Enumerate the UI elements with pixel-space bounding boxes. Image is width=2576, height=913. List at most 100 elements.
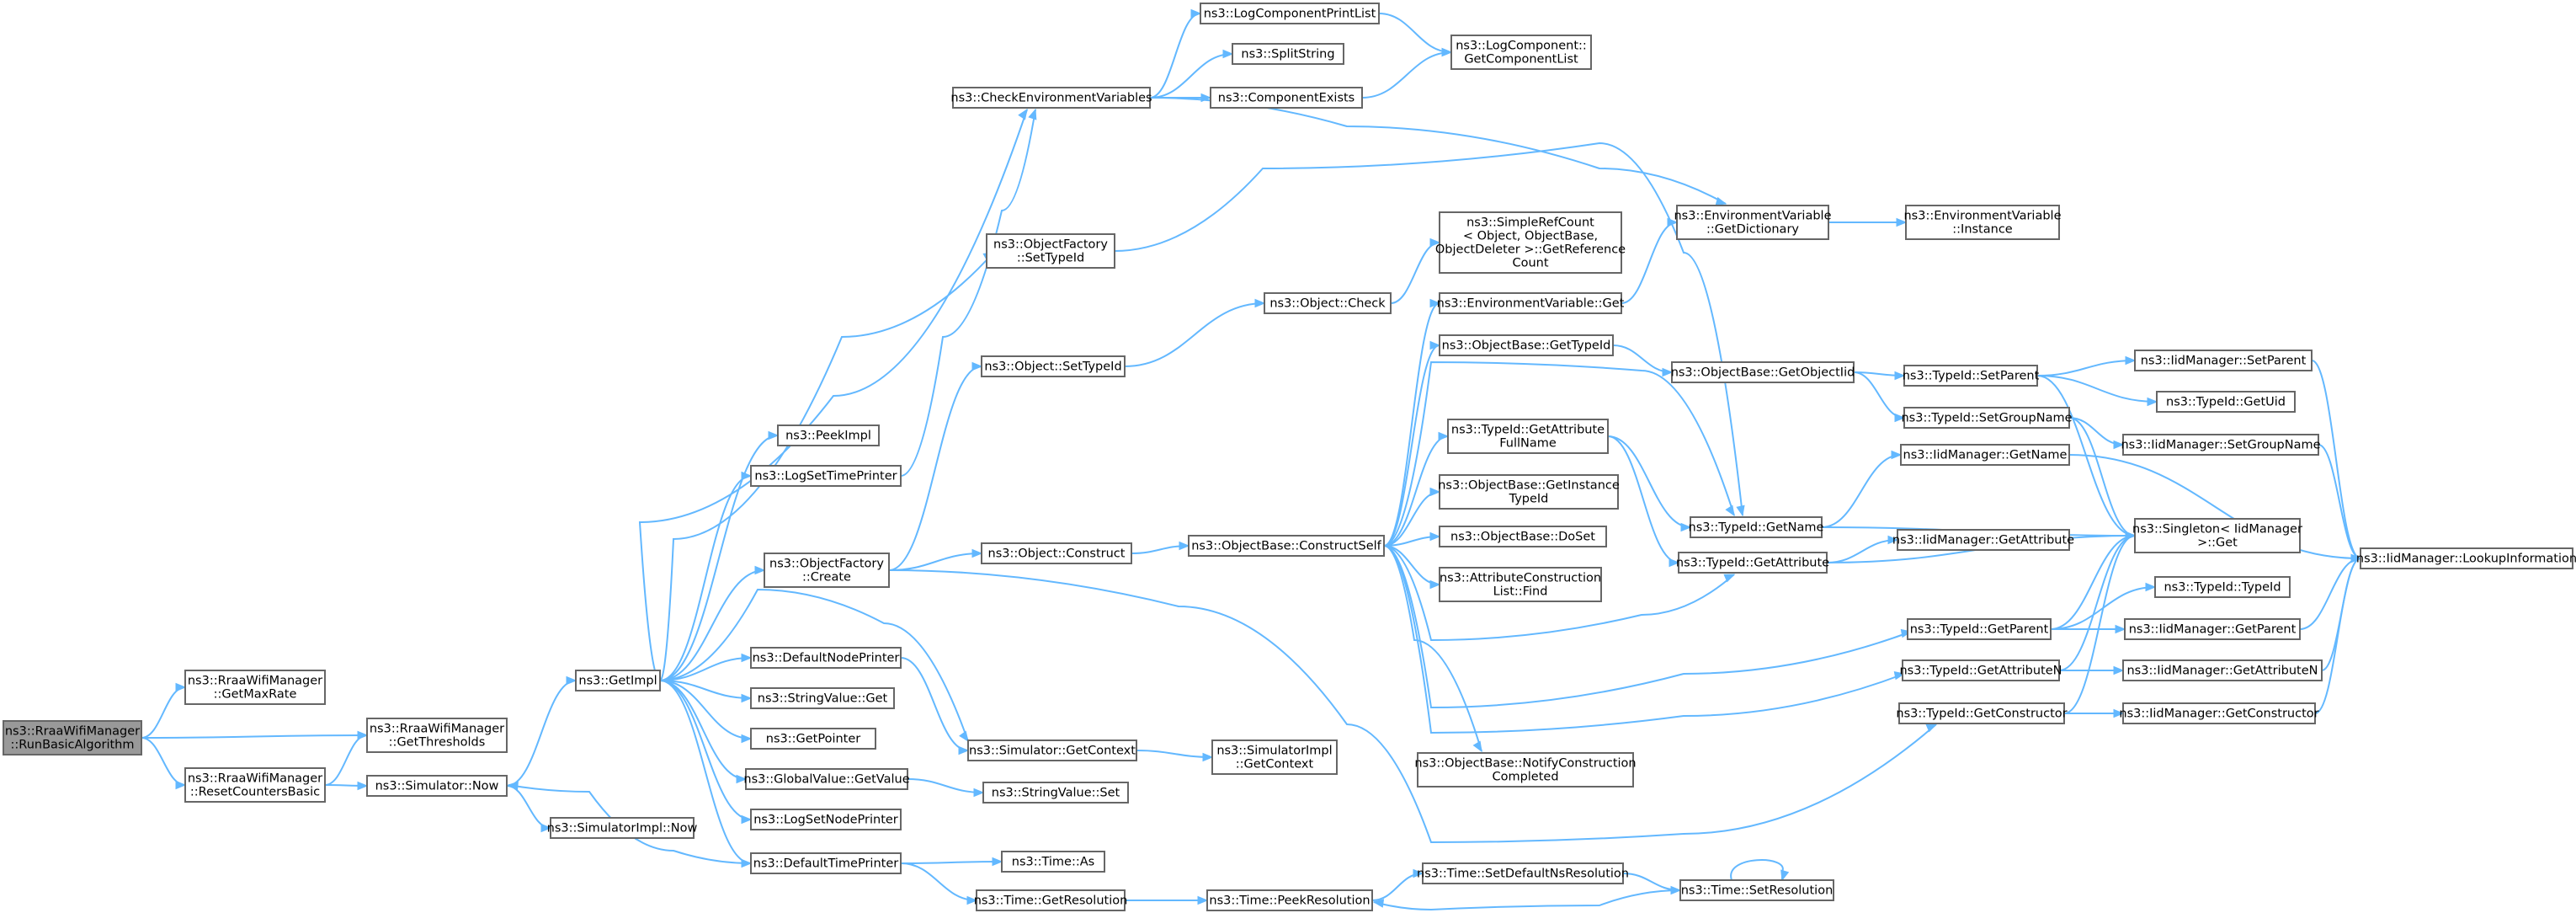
node-box [750,809,902,830]
graph-node[interactable]: ns3::ObjectBase::DoSet [1439,526,1607,547]
graph-node[interactable]: ns3::RraaWifiManager::ResetCountersBasic [184,767,326,803]
node-box [981,542,1132,564]
graph-node[interactable]: ns3::Object::SetTypeId [981,355,1126,377]
graph-node[interactable]: ns3::RraaWifiManager::GetThresholds [366,718,508,753]
graph-node[interactable]: ns3::Object::Construct [981,542,1132,564]
graph-node[interactable]: ns3::IidManager::GetParent [2124,618,2301,640]
graph-node[interactable]: ns3::EnvironmentVariable::Instance [1903,205,2062,240]
arrow-head [1413,868,1424,878]
node-box [952,87,1151,109]
graph-node[interactable]: ns3::Simulator::GetContext [967,739,1137,761]
node-box [1417,752,1634,788]
graph-node[interactable]: ns3::GetPointer [750,728,876,750]
call-edge [659,680,753,825]
edge-line [1383,302,1440,547]
arrow-head [1429,238,1441,248]
graph-node[interactable]: ns3::StringValue::Set [982,782,1129,804]
graph-node[interactable]: ns3::ObjectBase::GetTypeId [1439,334,1614,356]
edge-line [1378,13,1452,53]
graph-node[interactable]: ns3::TypeId::GetUid [2156,391,2296,413]
node-label: ns3::TypeId::GetAttributeN [1899,665,2062,678]
graph-node[interactable]: ns3::LogSetNodePrinter [750,809,902,830]
call-edge [1390,238,1441,304]
graph-node[interactable]: ns3::Time::GetResolution [974,889,1128,911]
call-edge [907,778,985,798]
graph-node[interactable]: ns3::IidManager::SetParent [2134,350,2313,371]
call-edge [1607,435,1692,532]
graph-node[interactable]: ns3::TypeId::GetName [1689,516,1824,538]
node-label: ns3::IidManager::GetAttributeN [2126,665,2318,678]
graph-node[interactable]: ns3::TypeId::TypeId [2154,576,2291,598]
graph-node[interactable]: ns3::IidManager::GetConstructor [2119,702,2319,724]
graph-node[interactable]: ns3::DefaultNodePrinter [750,647,902,669]
graph-node[interactable]: ns3::ComponentExists [1210,87,1363,109]
graph-node[interactable]: ns3::Time::PeekResolution [1206,889,1373,911]
graph-node[interactable]: ns3::GlobalValue::GetValue [743,768,910,790]
graph-node[interactable]: ns3::ObjectBase::GetObjectIid [1671,361,1855,383]
graph-node[interactable]: ns3::Time::SetDefaultNsResolution [1417,862,1629,884]
node-box [1439,292,1622,314]
graph-node[interactable]: ns3::TypeId::GetAttributeN [1899,659,2062,681]
graph-node[interactable]: ns3::IidManager::GetAttribute [1892,529,2074,551]
graph-node[interactable]: ns3::LogComponent::GetComponentList [1450,35,1592,70]
graph-node[interactable]: ns3::IidManager::SetGroupName [2121,434,2321,456]
node-label: ns3::SimulatorImpl::Now [547,822,698,836]
node-label: ns3::TypeId::GetConstructor [1896,707,2067,721]
node-label: ns3::RraaWifiManager [188,675,322,688]
graph-node[interactable]: ns3::PeekImpl [777,424,880,446]
node-label: ns3::IidManager::GetName [1903,449,2068,462]
node-label: ns3::IidManager::LookupInformation [2356,553,2576,566]
graph-node[interactable]: ns3::SimulatorImpl::GetContext [1211,739,1338,775]
edge-line [2058,535,2136,671]
arrow-head [2125,355,2137,366]
edge-line [2036,360,2136,376]
graph-node[interactable]: ns3::Simulator::Now [366,775,508,797]
graph-node[interactable]: ns3::DefaultTimePrinter [750,852,902,874]
arrow-head [2113,665,2125,675]
graph-node[interactable]: ns3::TypeId::SetGroupName [1901,407,2073,429]
graph-node[interactable]: ns3::RraaWifiManager::GetMaxRate [184,670,326,705]
edge-line [1383,344,1440,547]
call-edge [900,857,1003,867]
graph-node[interactable]: ns3::LogComponentPrintList [1200,3,1380,24]
graph-node[interactable]: ns3::Time::As [1001,851,1105,873]
graph-node[interactable]: ns3::GetImpl [575,670,661,691]
graph-node[interactable]: ns3::Singleton< IidManager>::Get [2132,518,2302,553]
graph-node[interactable]: ns3::TypeId::SetParent [1903,365,2040,387]
graph-node[interactable]: ns3::Object::Check [1264,292,1392,314]
node-box [1678,552,1828,574]
graph-node[interactable]: ns3::ObjectBase::ConstructSelf [1188,535,1385,557]
graph-node[interactable]: ns3::TypeId::GetParent [1907,618,2052,640]
graph-node[interactable]: ns3::EnvironmentVariable::Get [1437,292,1625,314]
arrow-head [175,780,187,790]
graph-node[interactable]: ns3::EnvironmentVariable::GetDictionary [1674,205,1832,240]
graph-node[interactable]: ns3::IidManager::GetName [1900,444,2070,466]
graph-node[interactable]: ns3::ObjectBase::NotifyConstructionCompl… [1414,752,1637,788]
edge-line [888,569,1937,844]
graph-node[interactable]: ns3::ObjectFactory::SetTypeId [986,233,1115,269]
graph-node[interactable]: ns3::StringValue::Get [750,687,895,709]
graph-node[interactable]: ns3::IidManager::LookupInformation [2356,547,2576,569]
call-edge [1136,750,1214,762]
node-box [1902,659,2060,681]
edge-line [659,680,752,699]
graph-node[interactable]: ns3::Time::SetResolution [1679,879,1834,901]
graph-node[interactable]: ns3::SimpleRefCount< Object, ObjectBase,… [1435,211,1626,274]
call-edge [1621,217,1679,304]
node-box [1903,407,2070,429]
graph-node[interactable]: ns3::SimulatorImpl::Now [547,817,698,839]
graph-node[interactable]: ns3::ObjectFactory::Create [764,553,890,588]
edge-line [2314,558,2361,714]
arrow-head [540,823,552,833]
graph-node[interactable]: ns3::TypeId::GetAttribute [1676,552,1829,574]
graph-node[interactable]: ns3::LogSetTimePrinter [750,465,902,487]
graph-node[interactable]: ns3::SplitString [1232,43,1344,65]
node-box [1907,618,2052,640]
graph-node[interactable]: ns3::CheckEnvironmentVariables [950,87,1152,109]
graph-node[interactable]: ns3::TypeId::GetConstructor [1896,702,2068,724]
arrow-head [2147,397,2158,407]
graph-node[interactable]: ns3::IidManager::GetAttributeN [2122,659,2323,681]
